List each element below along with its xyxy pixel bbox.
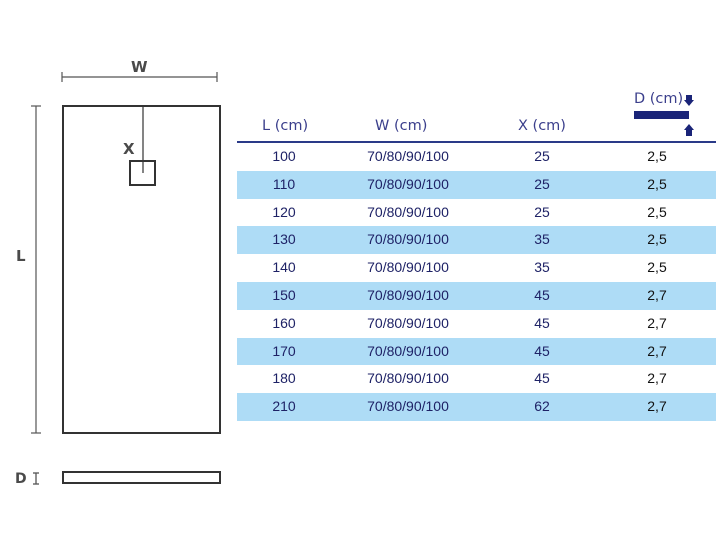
depth-label: D xyxy=(15,471,27,487)
cell-width: 70/80/90/100 xyxy=(367,342,449,359)
cell-depth: 2,7 xyxy=(647,398,667,415)
cell-drain-distance: 25 xyxy=(534,203,550,220)
cell-drain-distance: 45 xyxy=(534,314,550,331)
cell-drain-distance: 35 xyxy=(534,231,550,248)
table-row: 120 70/80/90/100 25 2,5 xyxy=(237,199,716,227)
cell-depth: 2,7 xyxy=(647,314,667,331)
header-length: L (cm) xyxy=(262,118,309,134)
thickness-icon xyxy=(634,95,694,136)
cell-drain-distance: 45 xyxy=(534,342,550,359)
width-dimension xyxy=(61,72,218,82)
length-label: L xyxy=(16,247,26,265)
cell-drain-distance: 25 xyxy=(534,175,550,192)
width-label: W xyxy=(131,58,148,76)
cell-width: 70/80/90/100 xyxy=(367,148,449,164)
cell-length: 180 xyxy=(272,370,296,387)
cell-length: 110 xyxy=(272,175,296,192)
table-row: 140 70/80/90/100 35 2,5 xyxy=(237,254,716,282)
table-row: 150 70/80/90/100 45 2,7 xyxy=(237,281,716,310)
cell-length: 170 xyxy=(272,342,296,359)
drain-square xyxy=(129,160,156,186)
table-row: 100 70/80/90/100 25 2,5 xyxy=(237,143,716,171)
cell-depth: 2,7 xyxy=(647,370,667,387)
cell-length: 130 xyxy=(272,231,296,248)
cell-depth: 2,5 xyxy=(647,175,667,192)
header-width: W (cm) xyxy=(375,118,428,134)
cell-depth: 2,7 xyxy=(647,286,667,303)
header-depth: D (cm) xyxy=(634,91,684,107)
table-row: 180 70/80/90/100 45 2,7 xyxy=(237,365,716,393)
depth-marker xyxy=(33,472,39,485)
cell-width: 70/80/90/100 xyxy=(367,314,449,331)
cell-width: 70/80/90/100 xyxy=(367,203,449,220)
cell-length: 160 xyxy=(272,314,296,331)
table-row: 160 70/80/90/100 45 2,7 xyxy=(237,310,716,338)
cell-drain-distance: 45 xyxy=(534,286,550,303)
cell-length: 140 xyxy=(272,259,296,276)
table-row: 110 70/80/90/100 25 2,5 xyxy=(237,170,716,199)
table-row: 130 70/80/90/100 35 2,5 xyxy=(237,226,716,255)
cell-depth: 2,7 xyxy=(647,342,667,359)
cell-depth: 2,5 xyxy=(647,259,667,276)
cell-drain-distance: 45 xyxy=(534,370,550,387)
table-header-rule xyxy=(237,141,716,143)
header-drain-distance: X (cm) xyxy=(518,118,566,134)
tray-outline xyxy=(62,105,221,434)
cell-width: 70/80/90/100 xyxy=(367,398,449,415)
cell-drain-distance: 25 xyxy=(534,148,550,164)
cell-width: 70/80/90/100 xyxy=(367,370,449,387)
dimensions-table: 100 70/80/90/100 25 2,5 110 70/80/90/100… xyxy=(237,143,716,421)
table-row: 170 70/80/90/100 45 2,7 xyxy=(237,337,716,366)
cell-depth: 2,5 xyxy=(647,203,667,220)
cell-drain-distance: 35 xyxy=(534,259,550,276)
cell-depth: 2,5 xyxy=(647,231,667,248)
cell-length: 100 xyxy=(272,148,296,164)
cell-width: 70/80/90/100 xyxy=(367,175,449,192)
cell-length: 120 xyxy=(272,203,296,220)
cell-depth: 2,5 xyxy=(647,148,667,164)
tray-profile xyxy=(62,471,221,484)
cell-width: 70/80/90/100 xyxy=(367,259,449,276)
cell-width: 70/80/90/100 xyxy=(367,231,449,248)
cell-length: 210 xyxy=(272,398,296,415)
cell-drain-distance: 62 xyxy=(534,398,550,415)
cell-length: 150 xyxy=(272,286,296,303)
drain-distance-label: X xyxy=(123,140,135,158)
table-row: 210 70/80/90/100 62 2,7 xyxy=(237,393,716,421)
length-dimension xyxy=(31,105,41,434)
cell-width: 70/80/90/100 xyxy=(367,286,449,303)
